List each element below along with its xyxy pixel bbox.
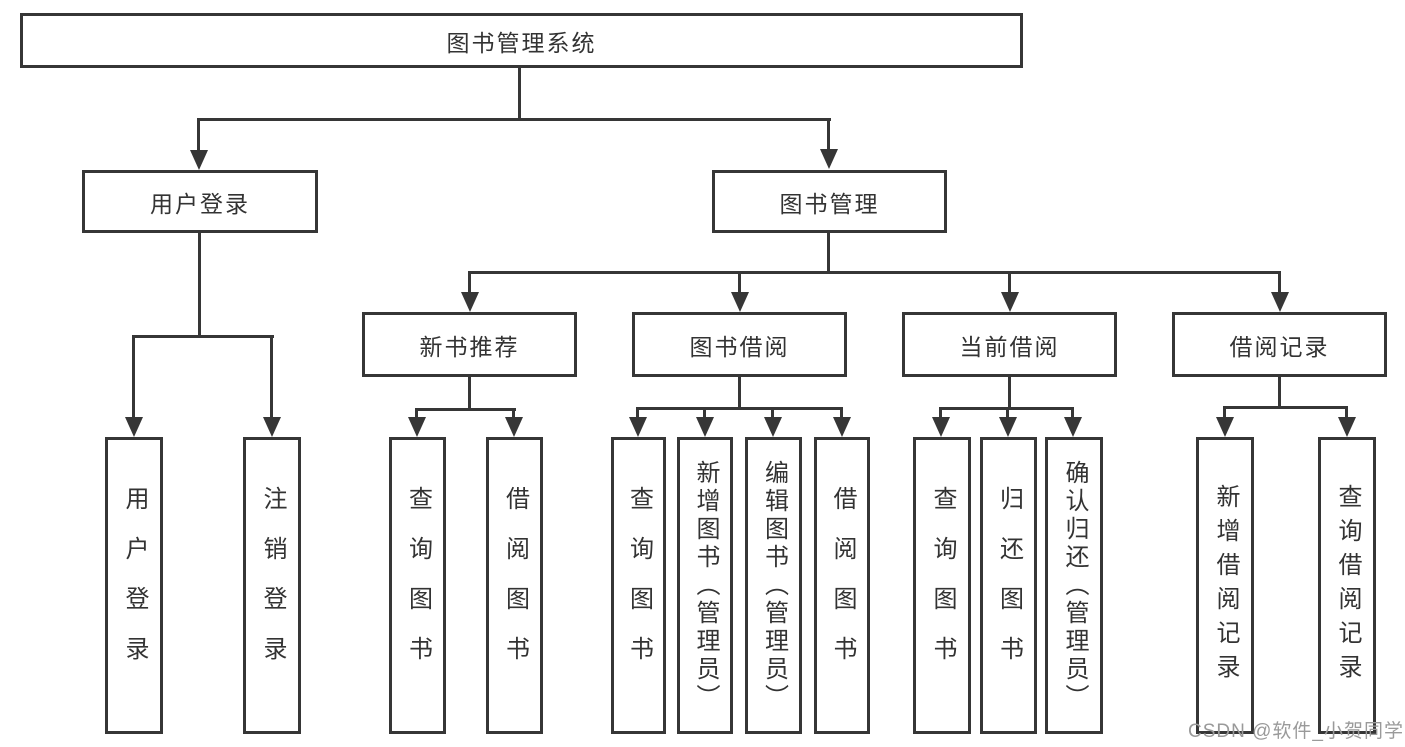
connector-drop-leaf xyxy=(1006,407,1009,420)
leaf-add-borrow-record-label: 新增借阅记录 xyxy=(1212,483,1239,688)
leaf-query-books-current: 查询图书 xyxy=(913,437,971,734)
connector-drop-leaf xyxy=(939,407,942,420)
connector-drop-leaf xyxy=(132,335,135,421)
arrow-down-icon xyxy=(461,292,479,312)
connector-book-borrow-split xyxy=(636,407,843,410)
node-user-login: 用户登录 xyxy=(82,170,318,233)
leaf-query-books-current-label: 查询图书 xyxy=(929,485,956,686)
connector-user-login-stem xyxy=(198,233,201,335)
leaf-logout-label: 注销登录 xyxy=(259,485,286,686)
connector-drop-leaf xyxy=(415,408,418,420)
leaf-query-borrow-record: 查询借阅记录 xyxy=(1318,437,1376,734)
node-new-book-recommend-label: 新书推荐 xyxy=(419,333,520,360)
csdn-watermark: CSDN @软件_小贺同学 xyxy=(1188,721,1404,742)
connector-drop-book-mgmt xyxy=(827,118,830,154)
arrow-down-icon xyxy=(1338,417,1356,437)
leaf-confirm-return-admin-label: 确认归还（管理员） xyxy=(1061,459,1088,712)
connector-user-login-split xyxy=(132,335,274,338)
connector-drop-leaf xyxy=(636,407,639,420)
connector-new-book-stem xyxy=(468,377,471,408)
leaf-user-login: 用户登录 xyxy=(105,437,163,734)
arrow-down-icon xyxy=(731,292,749,312)
connector-drop-level3 xyxy=(1278,271,1281,296)
arrow-down-icon xyxy=(764,417,782,437)
node-current-borrowing-label: 当前借阅 xyxy=(959,333,1060,360)
node-book-borrowing: 图书借阅 xyxy=(632,312,847,377)
arrow-down-icon xyxy=(263,417,281,437)
connector-borrow-records-stem xyxy=(1278,377,1281,406)
node-borrowing-records: 借阅记录 xyxy=(1172,312,1387,377)
arrow-down-icon xyxy=(1271,292,1289,312)
connector-new-book-split xyxy=(415,408,516,411)
leaf-add-books-admin: 新增图书（管理员） xyxy=(677,437,733,734)
node-book-management-label: 图书管理 xyxy=(779,190,880,217)
leaf-logout: 注销登录 xyxy=(243,437,301,734)
connector-current-borrow-stem xyxy=(1008,377,1011,407)
leaf-confirm-return-admin: 确认归还（管理员） xyxy=(1045,437,1103,734)
arrow-down-icon xyxy=(1001,292,1019,312)
arrow-down-icon xyxy=(629,417,647,437)
leaf-add-books-admin-label: 新增图书（管理员） xyxy=(692,459,719,712)
node-library-system-label: 图书管理系统 xyxy=(446,29,597,56)
node-current-borrowing: 当前借阅 xyxy=(902,312,1117,377)
leaf-borrow-books: 借阅图书 xyxy=(814,437,870,734)
leaf-edit-books-admin: 编辑图书（管理员） xyxy=(745,437,802,734)
connector-drop-level3 xyxy=(738,271,741,296)
leaf-return-books: 归还图书 xyxy=(980,437,1037,734)
leaf-user-login-label: 用户登录 xyxy=(121,485,148,686)
arrow-down-icon xyxy=(125,417,143,437)
connector-book-mgmt-split xyxy=(468,271,1281,274)
arrow-down-icon xyxy=(999,417,1017,437)
connector-book-mgmt-stem xyxy=(827,233,830,271)
arrow-down-icon xyxy=(408,417,426,437)
node-book-management: 图书管理 xyxy=(712,170,947,233)
leaf-query-books-recommend-label: 查询图书 xyxy=(404,485,432,686)
leaf-borrow-books-recommend: 借阅图书 xyxy=(486,437,543,734)
arrow-down-icon xyxy=(505,417,523,437)
leaf-edit-books-admin-label: 编辑图书（管理员） xyxy=(760,459,788,712)
leaf-query-borrow-record-label: 查询借阅记录 xyxy=(1334,483,1361,688)
connector-drop-leaf xyxy=(1071,407,1074,420)
connector-root-stem xyxy=(518,68,521,118)
connector-drop-leaf xyxy=(771,407,774,420)
arrow-down-icon xyxy=(190,150,208,170)
node-new-book-recommend: 新书推荐 xyxy=(362,312,577,377)
arrow-down-icon xyxy=(696,417,714,437)
arrow-down-icon xyxy=(833,417,851,437)
leaf-add-borrow-record: 新增借阅记录 xyxy=(1196,437,1254,734)
leaf-query-books-recommend: 查询图书 xyxy=(389,437,446,734)
leaf-borrow-books-recommend-label: 借阅图书 xyxy=(501,485,529,686)
leaf-return-books-label: 归还图书 xyxy=(995,485,1023,686)
arrow-down-icon xyxy=(1064,417,1082,437)
node-borrowing-records-label: 借阅记录 xyxy=(1229,333,1330,360)
leaf-borrow-books-label: 借阅图书 xyxy=(829,485,856,686)
arrow-down-icon xyxy=(1216,417,1234,437)
connector-borrow-records-split xyxy=(1223,406,1348,409)
connector-drop-user-login xyxy=(197,118,200,154)
connector-drop-level3 xyxy=(1008,271,1011,296)
connector-drop-leaf xyxy=(270,335,273,421)
connector-drop-leaf xyxy=(840,407,843,420)
connector-drop-leaf xyxy=(1223,406,1226,420)
arrow-down-icon xyxy=(820,149,838,169)
leaf-query-books-borrowing-label: 查询图书 xyxy=(625,485,653,686)
node-library-system: 图书管理系统 xyxy=(20,13,1023,68)
connector-drop-leaf xyxy=(1345,406,1348,420)
connector-drop-level3 xyxy=(468,271,471,296)
connector-drop-leaf xyxy=(703,407,706,420)
leaf-query-books-borrowing: 查询图书 xyxy=(611,437,666,734)
connector-book-borrow-stem xyxy=(738,377,741,407)
connector-drop-leaf xyxy=(512,408,515,420)
node-user-login-label: 用户登录 xyxy=(150,190,250,217)
node-book-borrowing-label: 图书借阅 xyxy=(689,333,790,360)
connector-root-split xyxy=(197,118,831,121)
arrow-down-icon xyxy=(932,417,950,437)
